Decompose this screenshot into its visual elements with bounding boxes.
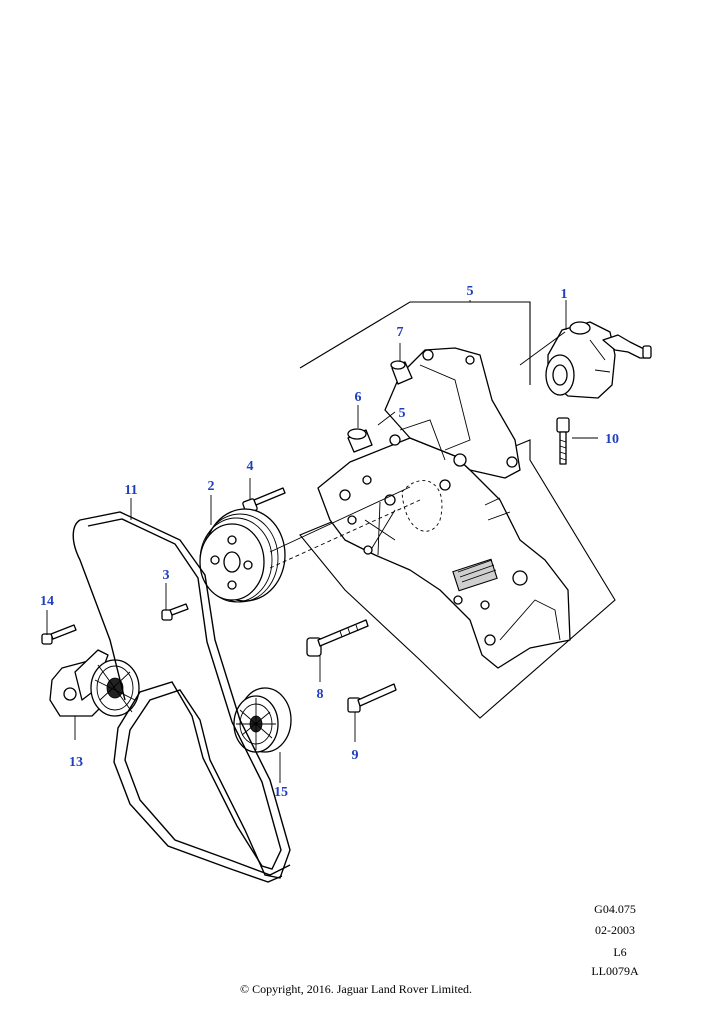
idler-pulley <box>233 687 292 753</box>
drive-belt <box>72 511 291 883</box>
crankshaft-pulley <box>199 486 421 603</box>
copyright-notice: © Copyright, 2016. Jaguar Land Rover Lim… <box>239 982 473 996</box>
callout-5-secondary: 5 <box>399 406 406 421</box>
callout-2: 2 <box>208 479 215 494</box>
bolt-8 <box>306 619 369 657</box>
callout-15: 15 <box>274 785 288 800</box>
callout-4: 4 <box>247 459 254 474</box>
callout-5: 5 <box>467 284 474 299</box>
callout-14: 14 <box>40 594 54 609</box>
bolt-9 <box>347 683 397 713</box>
dowel-7 <box>390 360 413 385</box>
dowel-6 <box>347 428 373 453</box>
bolt-14 <box>41 624 77 645</box>
belt-tensioner <box>49 649 140 717</box>
date-code: 02-2003 <box>595 923 635 937</box>
callout-10: 10 <box>605 432 619 447</box>
engine-code: L6 <box>613 945 627 959</box>
callout-6: 6 <box>355 390 362 405</box>
leader-lines <box>46 300 598 783</box>
callout-9: 9 <box>352 748 359 763</box>
reference-code: G04.075 <box>594 902 636 916</box>
power-steering-pump <box>545 321 652 399</box>
callout-13: 13 <box>69 755 83 770</box>
bolt-3 <box>161 603 189 621</box>
callout-labels: 1 2 3 4 5 5 6 7 8 9 10 11 13 14 15 <box>40 284 619 800</box>
bolt-10 <box>556 417 570 465</box>
callout-7: 7 <box>397 325 404 340</box>
callout-1: 1 <box>561 287 568 302</box>
callout-8: 8 <box>317 687 324 702</box>
illustration-code: LL0079A <box>591 964 639 978</box>
callout-11: 11 <box>124 483 137 498</box>
mounting-bracket <box>317 347 571 669</box>
callout-3: 3 <box>163 568 170 583</box>
